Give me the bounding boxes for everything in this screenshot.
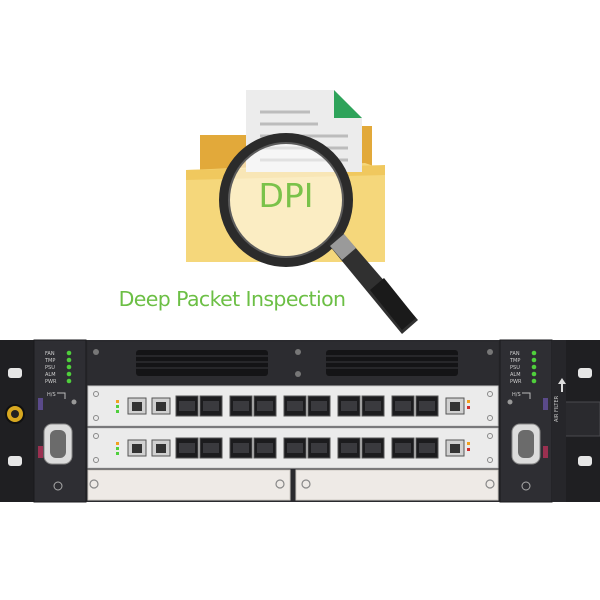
sfp-slot [341,401,357,411]
port-socket [156,444,166,453]
indicator-label: ALM [510,372,521,378]
air-filter-label: AIR FILTER [554,395,560,422]
hot-swap-label: H/S [47,392,56,398]
sfp-slot [419,401,435,411]
status-led [66,350,72,356]
port-socket [450,402,460,411]
hot-swap-button[interactable] [57,392,66,399]
port-led [116,410,119,413]
port-socket [450,444,460,453]
sfp-slot [233,401,249,411]
sfp-slot [179,443,195,453]
sfp-slot [395,443,411,453]
sfp-slot [257,443,273,453]
indicator-label: PSU [45,365,55,371]
status-led [531,364,537,370]
status-led [531,371,537,377]
indicator-label: TMP [44,358,55,364]
port-led [467,442,470,445]
port-led [467,406,470,409]
port-led [116,400,119,403]
indicator-label: PWR [510,379,522,385]
port-led [467,400,470,403]
indicator-label: ALM [45,372,56,378]
screw-icon [487,433,493,439]
screw-icon [93,415,99,421]
magnifying-glass-icon [219,133,418,334]
indicator-label: FAN [510,351,520,357]
line-card [93,433,493,463]
sfp-slot [287,401,303,411]
status-led [531,378,537,384]
screw-icon [93,457,99,463]
sfp-slot [233,443,249,453]
sfp-slot [365,401,381,411]
port-socket [132,444,142,453]
status-led [66,357,72,363]
sfp-slot [311,443,327,453]
screw-icon [93,433,99,439]
status-led [66,371,72,377]
port-led [467,448,470,451]
port-led [116,405,119,408]
status-led [531,350,537,356]
hot-swap-label: H/S [512,392,521,398]
indicator-label: PSU [510,365,520,371]
line-card [93,391,493,421]
sfp-slot [341,443,357,453]
sfp-slot [257,401,273,411]
port-led [116,452,119,455]
port-socket [132,402,142,411]
indicator-label: PWR [45,379,57,385]
indicator-label: FAN [45,351,55,357]
sfp-slot [311,401,327,411]
screw-icon [487,415,493,421]
sfp-slot [203,443,219,453]
sfp-slot [179,401,195,411]
status-led [531,357,537,363]
screw-icon [487,391,493,397]
status-led [66,364,72,370]
screw-icon [487,457,493,463]
sfp-slot [365,443,381,453]
port-led [116,442,119,445]
sfp-slot [419,443,435,453]
line-cards [93,391,493,463]
caption: Deep Packet Inspection [118,287,346,311]
screw-icon [93,391,99,397]
sfp-slot [287,443,303,453]
magnifier-label: DPI [258,176,314,215]
port-led [116,447,119,450]
hot-swap-button[interactable] [522,392,531,399]
status-led [66,378,72,384]
indicator-label: TMP [509,358,520,364]
port-socket [156,402,166,411]
sfp-slot [395,401,411,411]
sfp-slot [203,401,219,411]
